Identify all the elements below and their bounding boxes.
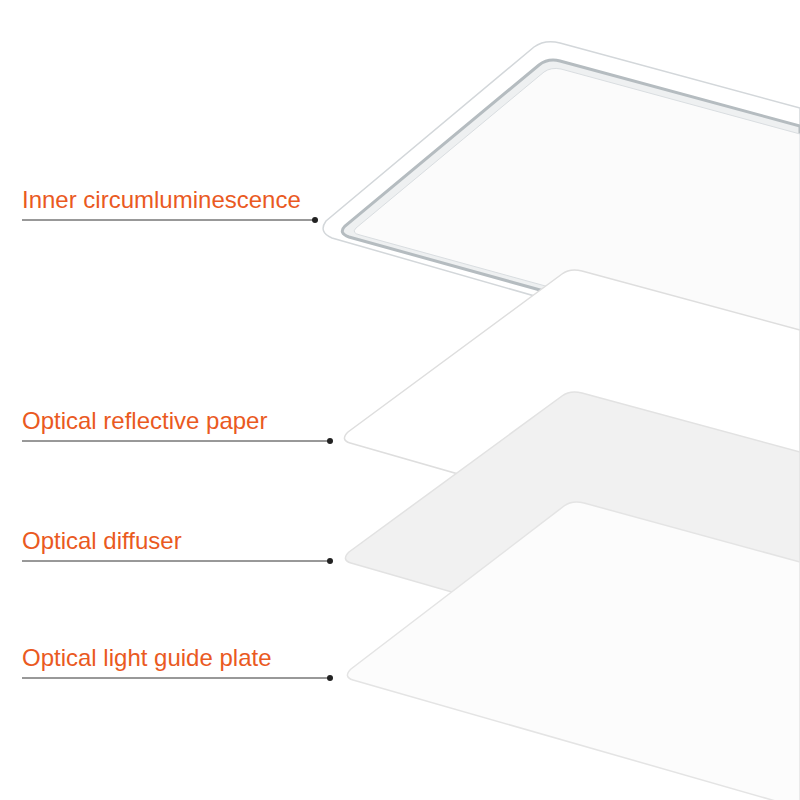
light-guide-plate bbox=[347, 502, 800, 800]
leader-line bbox=[22, 678, 328, 679]
part-label: Optical reflective paper bbox=[22, 407, 267, 435]
leader-dot bbox=[312, 217, 318, 223]
leader-dot bbox=[327, 558, 333, 564]
leader-dot bbox=[327, 675, 333, 681]
leader-line bbox=[22, 441, 328, 442]
leader-line bbox=[22, 561, 328, 562]
leader-lines bbox=[22, 217, 333, 681]
part-label: Optical diffuser bbox=[22, 527, 182, 555]
leader-line bbox=[22, 220, 313, 221]
leader-dot bbox=[327, 438, 333, 444]
part-label: Inner circumluminescence bbox=[22, 186, 301, 214]
part-label: Optical light guide plate bbox=[22, 644, 272, 672]
